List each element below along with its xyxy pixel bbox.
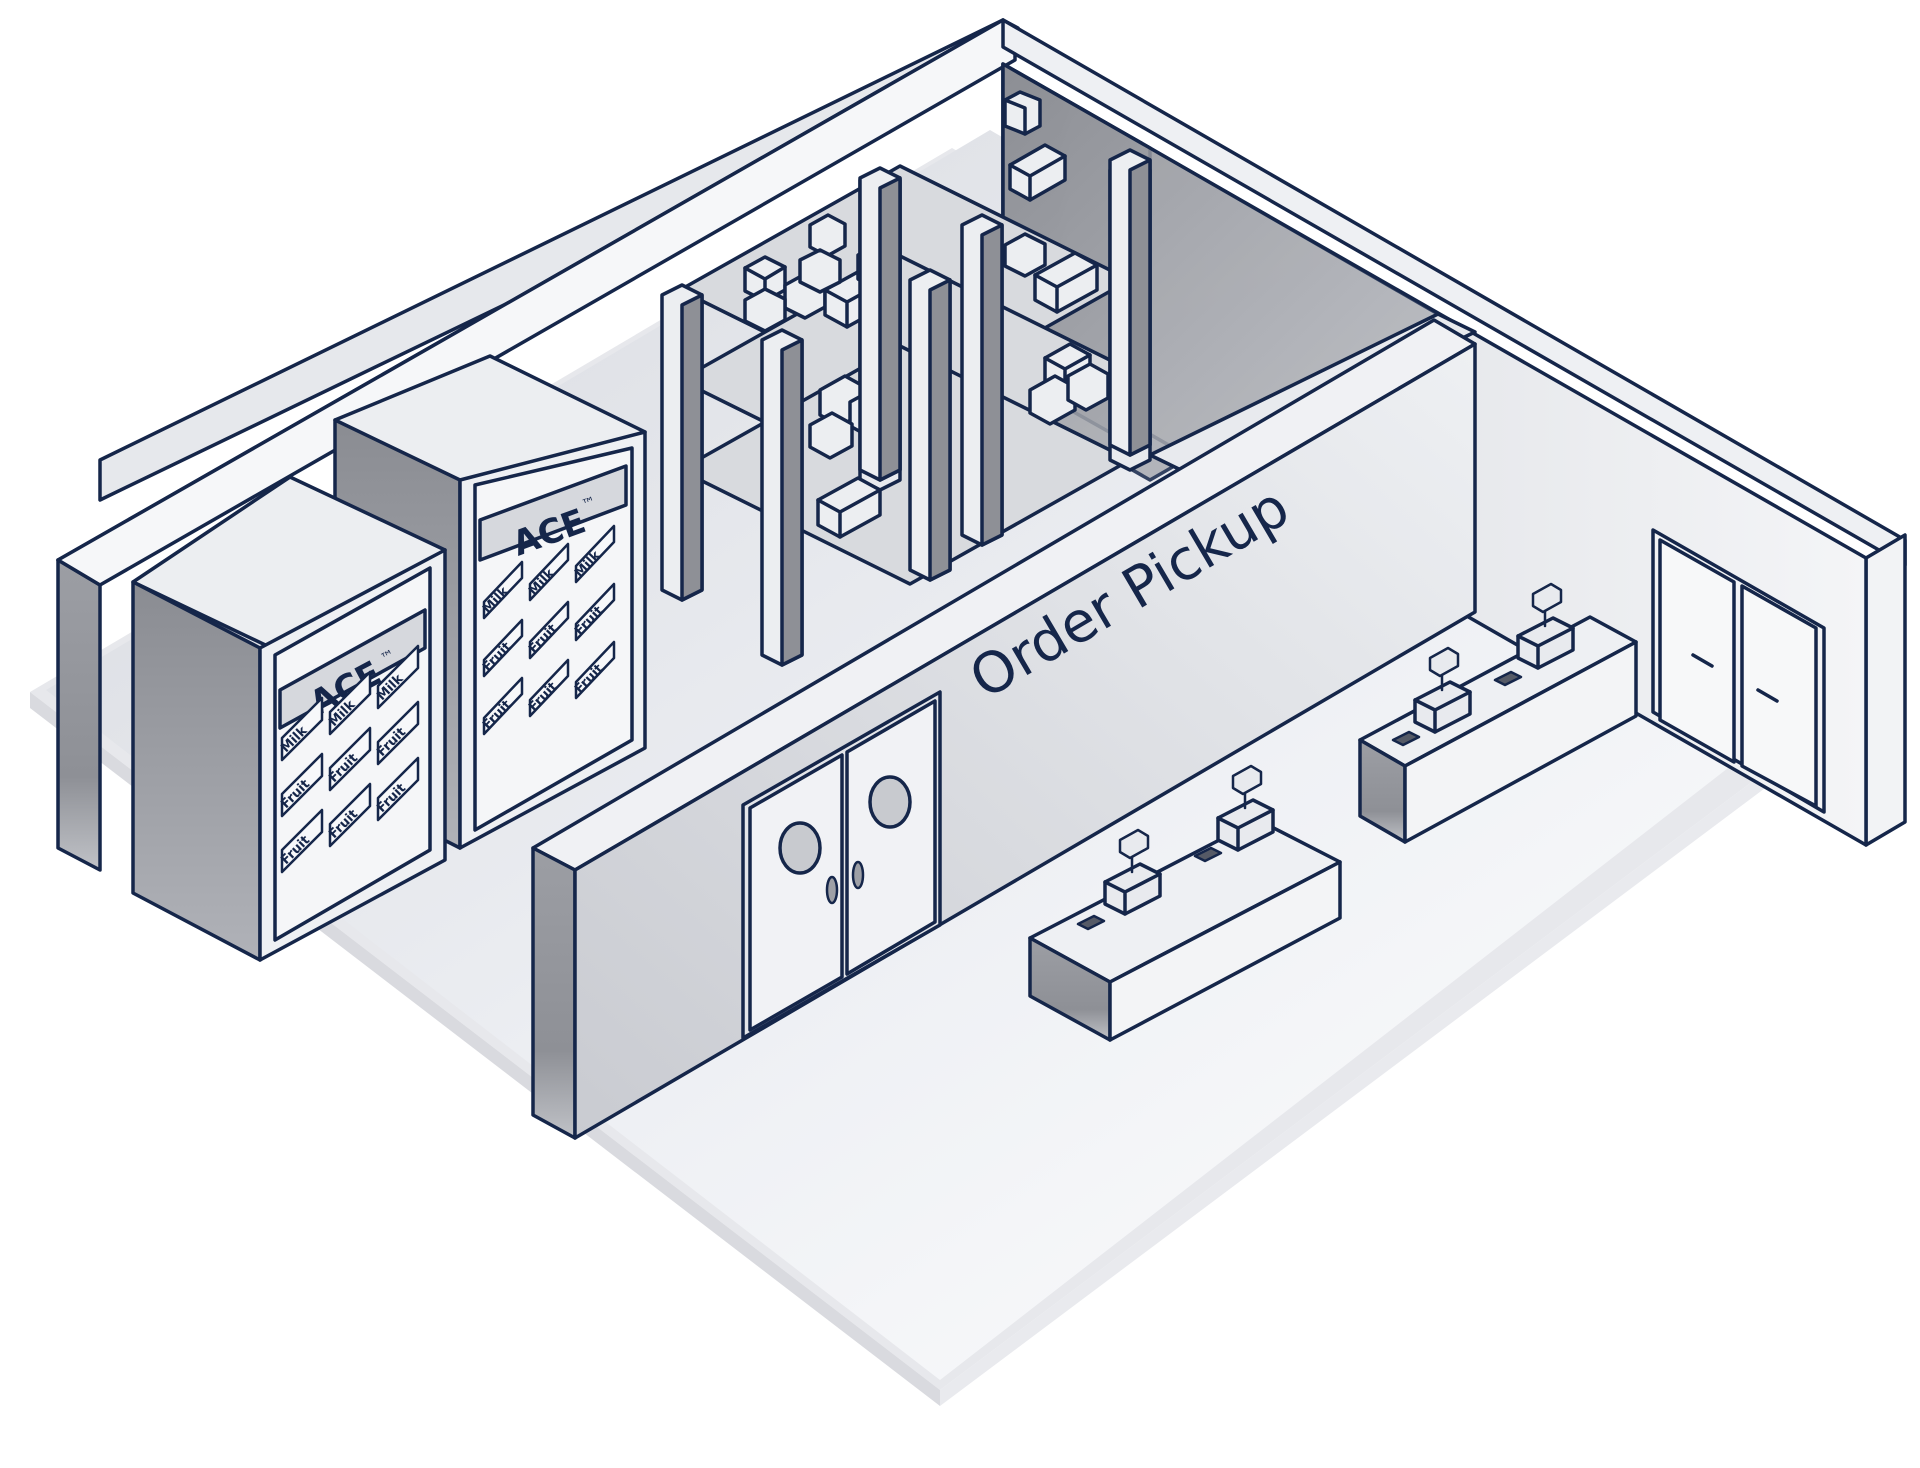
card-reader-3[interactable]	[1391, 730, 1421, 747]
door-handle-left[interactable]	[825, 875, 839, 905]
register-4[interactable]	[1516, 582, 1575, 670]
cooler-right-trademark: ™	[580, 494, 599, 514]
partition-double-door[interactable]	[741, 690, 942, 1040]
checkout-counter-front	[1028, 764, 1342, 1042]
card-reader-4[interactable]	[1493, 670, 1523, 687]
cooler-left: ACE ™ MilkMilkMilkFruitFruitFruitFruitFr…	[131, 475, 447, 962]
card-reader-1[interactable]	[1076, 914, 1106, 931]
back-left-wall	[56, 18, 1020, 872]
cooler-right-cells: MilkMilkMilkFruitFruitFruitFruitFruitFru…	[480, 524, 616, 736]
register-1[interactable]	[1103, 828, 1162, 916]
door-window-left	[778, 821, 822, 875]
cooler-left-trademark: ™	[378, 647, 398, 668]
door-window-right	[868, 775, 912, 829]
exit-double-door[interactable]	[1651, 528, 1826, 814]
card-reader-2[interactable]	[1193, 846, 1223, 863]
register-2[interactable]	[1216, 764, 1275, 852]
shelving-units	[660, 90, 1152, 667]
checkout-counter-back	[1358, 582, 1638, 844]
register-3[interactable]	[1413, 646, 1472, 734]
exit-door-handle-right[interactable]	[1756, 688, 1779, 703]
door-handle-right[interactable]	[851, 860, 865, 890]
exit-door-handle-left[interactable]	[1691, 653, 1714, 668]
cooler-product-box: Fruit	[526, 600, 570, 660]
box-stack-top	[1003, 90, 1110, 426]
